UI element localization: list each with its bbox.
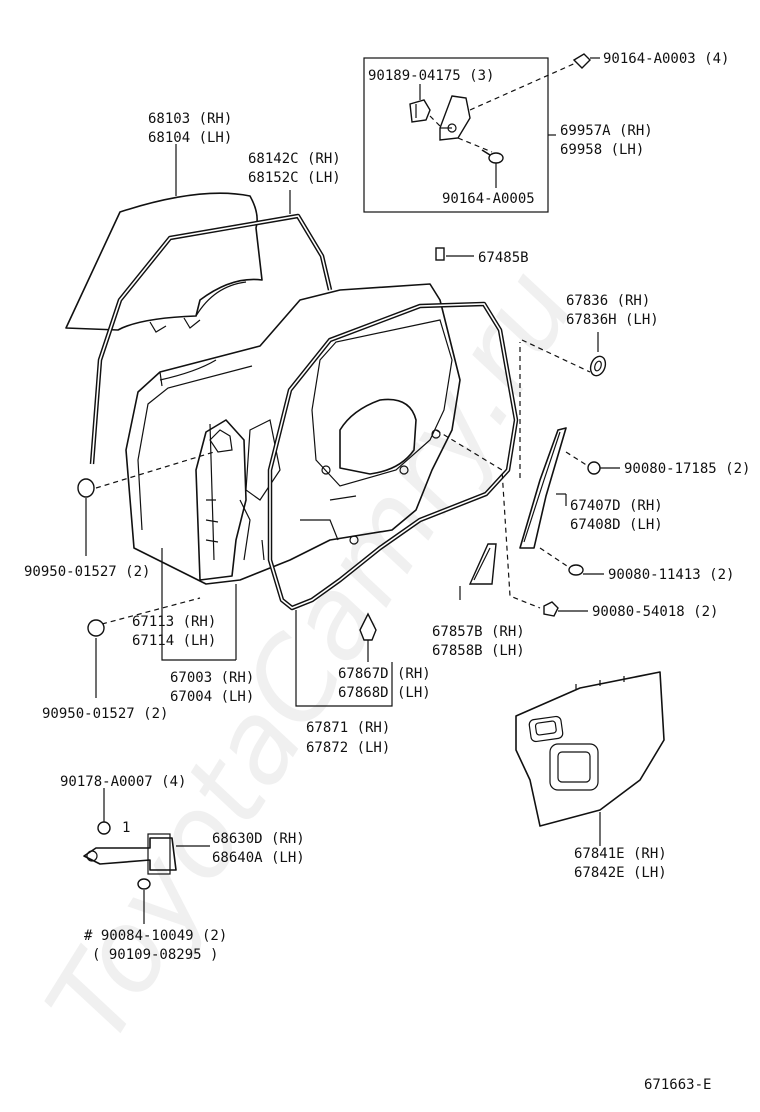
- bracket-67871: [295, 610, 393, 707]
- label-67868d: 67868D (LH): [338, 685, 431, 701]
- plug-upper-drawing: [77, 478, 95, 556]
- door-glass-drawing: [65, 192, 263, 333]
- label-90080-11413: 90080-11413 (2): [608, 567, 734, 583]
- label-67858b: 67858B (LH): [432, 643, 525, 659]
- label-index-one: 1: [122, 820, 130, 836]
- bolt-90164-a0003-drawing: [572, 53, 600, 69]
- label-67857b: 67857B (RH): [432, 624, 525, 640]
- clip-90189-drawing: [409, 88, 431, 123]
- screw-90080-11413-drawing: [568, 564, 604, 576]
- label-67836h: 67836H (LH): [566, 312, 659, 328]
- label-plug-lower: 90950-01527 (2): [42, 706, 168, 722]
- label-90109-08295: ( 90109-08295 ): [92, 947, 218, 963]
- label-68142c: 68142C (RH): [248, 151, 341, 167]
- label-68152c: 68152C (LH): [248, 170, 341, 186]
- label-68104: 68104 (LH): [148, 130, 232, 146]
- label-67003: 67003 (RH): [170, 670, 254, 686]
- inset-bracket-box: 90189-04175 (3) 90164-A0005: [363, 57, 579, 213]
- seal-67857b-drawing: [459, 543, 497, 600]
- bracket-69957a-drawing: [439, 95, 471, 141]
- label-67872: 67872 (LH): [306, 740, 390, 756]
- label-67113: 67113 (RH): [132, 614, 216, 630]
- label-67408d: 67408D (LH): [570, 517, 663, 533]
- label-69958: 69958 (LH): [560, 142, 644, 158]
- bracket-67003: [161, 548, 236, 661]
- figure-code: 671663-E: [644, 1077, 711, 1093]
- label-67114: 67114 (LH): [132, 633, 216, 649]
- pad-67485b-drawing: [435, 247, 474, 261]
- label-67841e: 67841E (RH): [574, 846, 667, 862]
- label-90164-a0005: 90164-A0005: [442, 191, 535, 207]
- hole-cover-67841e-drawing: [515, 671, 665, 846]
- label-68103: 68103 (RH): [148, 111, 232, 127]
- garnish-67407d-drawing: [519, 427, 567, 549]
- label-plug-upper: 90950-01527 (2): [24, 564, 150, 580]
- label-69957a: 69957A (RH): [560, 123, 653, 139]
- clip-67867d-drawing: [359, 612, 377, 662]
- glass-run-drawing: [89, 213, 333, 465]
- label-90084-10049: # 90084-10049 (2): [84, 928, 227, 944]
- label-68630d: 68630D (RH): [212, 831, 305, 847]
- label-67867d: 67867D (RH): [338, 666, 431, 682]
- bumper-90080-54018-drawing: [543, 601, 588, 617]
- label-90164-a0003: 90164-A0003 (4): [603, 51, 729, 67]
- label-67842e: 67842E (LH): [574, 865, 667, 881]
- label-67871: 67871 (RH): [306, 720, 390, 736]
- label-90080-54018: 90080-54018 (2): [592, 604, 718, 620]
- nut-90080-17185-drawing: [587, 461, 620, 475]
- cushion-67836-drawing: [589, 332, 607, 377]
- label-67004: 67004 (LH): [170, 689, 254, 705]
- label-67407d: 67407D (RH): [570, 498, 663, 514]
- label-90189-04175: 90189-04175 (3): [368, 68, 494, 84]
- label-90080-17185: 90080-17185 (2): [624, 461, 750, 477]
- label-67836: 67836 (RH): [566, 293, 650, 309]
- label-90178-a0007: 90178-A0007 (4): [60, 774, 186, 790]
- door-check-drawing: [83, 788, 210, 924]
- door-panel-drawing: [125, 283, 461, 585]
- plug-lower-drawing: [87, 619, 105, 698]
- label-68640a: 68640A (LH): [212, 850, 305, 866]
- label-67485b: 67485B: [478, 250, 529, 266]
- screw-90164-a0005-drawing: [481, 149, 504, 188]
- weatherstrip-drawing: [267, 301, 519, 611]
